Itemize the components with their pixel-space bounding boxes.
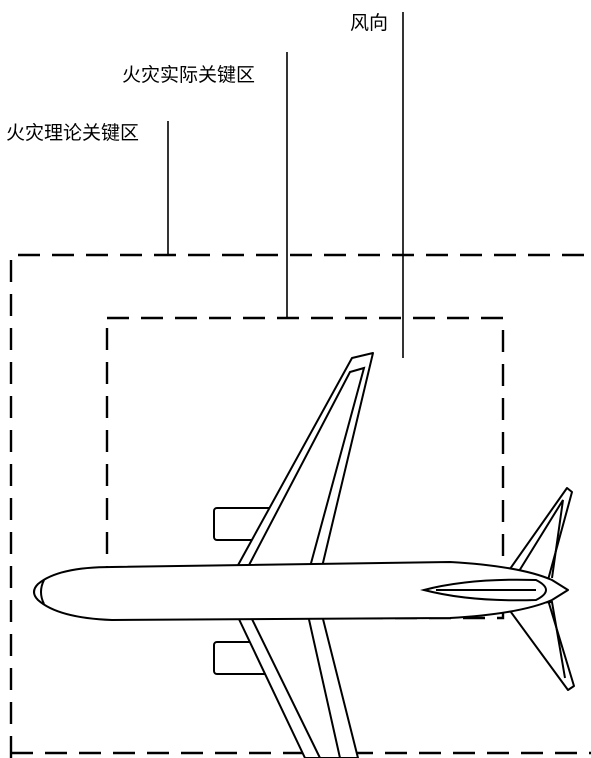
nose-cone-line — [40, 579, 45, 605]
upper-stabilizer-inner-line — [515, 499, 564, 579]
wind-direction-label: 风向 — [350, 12, 388, 34]
tail-cone-outline — [420, 578, 547, 602]
theoretical-critical-area-boundary — [9, 253, 591, 758]
upper-wing-inner-line — [247, 366, 366, 568]
lower-stabilizer — [504, 599, 575, 691]
lower-wing-inner-line — [249, 614, 342, 758]
actual-critical-area-label: 火灾实际关键区 — [122, 64, 255, 86]
aircraft-icon — [33, 352, 575, 758]
fuselage — [33, 561, 569, 621]
lower-wing — [236, 614, 359, 758]
theoretical-critical-area-label: 火灾理论关键区 — [6, 122, 139, 144]
